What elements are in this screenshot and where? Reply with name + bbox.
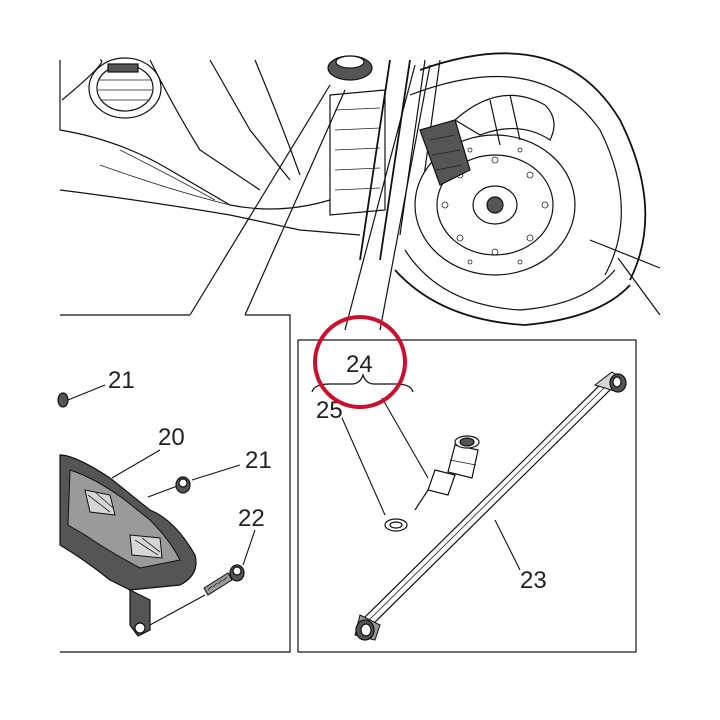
leader-22 xyxy=(149,594,206,626)
leader-24 xyxy=(381,397,429,479)
leader-21-mid xyxy=(191,464,241,481)
fork-cap-part xyxy=(327,55,373,81)
cover-20-part xyxy=(59,454,197,637)
left-detail-box: 21 20 21 22 xyxy=(57,314,291,653)
highlight-circle xyxy=(313,315,407,409)
screw-22-part xyxy=(203,564,245,596)
pin-24-part xyxy=(414,435,480,511)
leader-25 xyxy=(341,417,386,516)
label-22: 22 xyxy=(238,505,265,532)
leader-22-label xyxy=(242,529,256,566)
caliper-part xyxy=(419,119,471,186)
label-23: 23 xyxy=(520,567,547,594)
axle-23-part xyxy=(354,371,627,641)
bolt-21-mid xyxy=(147,476,191,498)
washer-25-part xyxy=(384,518,408,532)
right-detail-box: 24 25 23 xyxy=(297,339,637,653)
leader-21-top xyxy=(67,384,106,401)
leader-23 xyxy=(494,519,521,571)
motorcycle-front-illustration xyxy=(59,52,661,326)
leader-20 xyxy=(111,449,161,479)
bolt-21-top xyxy=(57,392,69,408)
cover-emblem-part xyxy=(88,57,162,119)
label-21-mid: 21 xyxy=(245,447,272,474)
zoom-callout-lines xyxy=(189,64,431,331)
label-20: 20 xyxy=(158,424,185,451)
label-21-top: 21 xyxy=(108,367,135,394)
label-24: 24 xyxy=(346,351,373,378)
